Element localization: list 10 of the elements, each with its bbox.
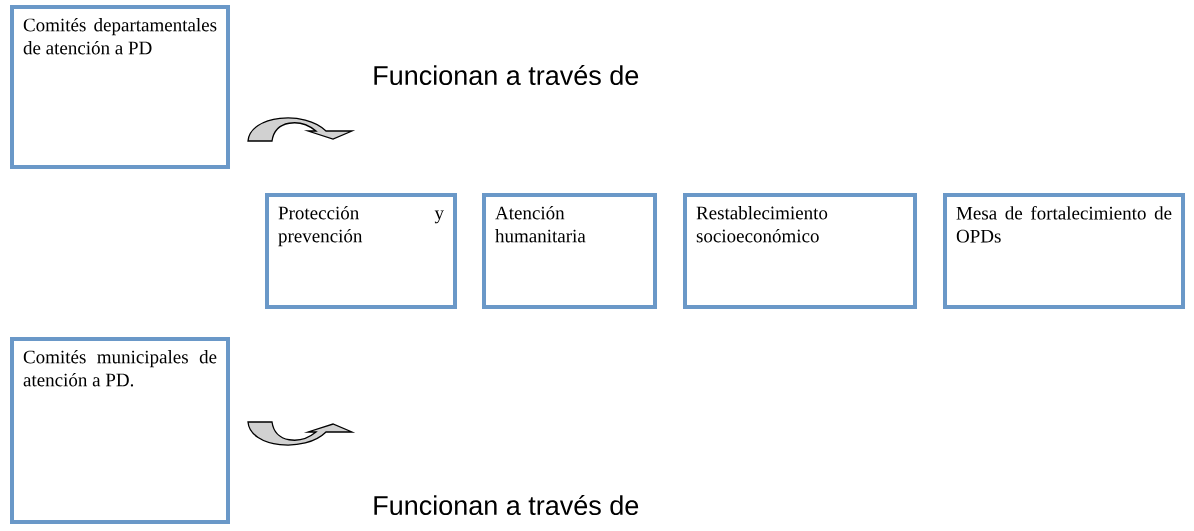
caption-text: Funcionan a través de bbox=[374, 64, 639, 86]
text-box: Comités departamentales de atención a PD bbox=[10, 5, 230, 169]
text-box: Mesa de fortalecimiento de OPDs bbox=[943, 193, 1185, 309]
text-box: Atención humanitaria bbox=[482, 193, 657, 309]
curved-arrow bbox=[247, 421, 353, 446]
caption-text: Funcionan a través de bbox=[374, 494, 639, 516]
curved-arrow bbox=[247, 117, 353, 142]
text-box: Restablecimiento socioeconómico bbox=[683, 193, 917, 309]
text-box: Protección y prevención bbox=[265, 193, 457, 309]
text-box: Comités municipales de atención a PD. bbox=[10, 337, 230, 524]
